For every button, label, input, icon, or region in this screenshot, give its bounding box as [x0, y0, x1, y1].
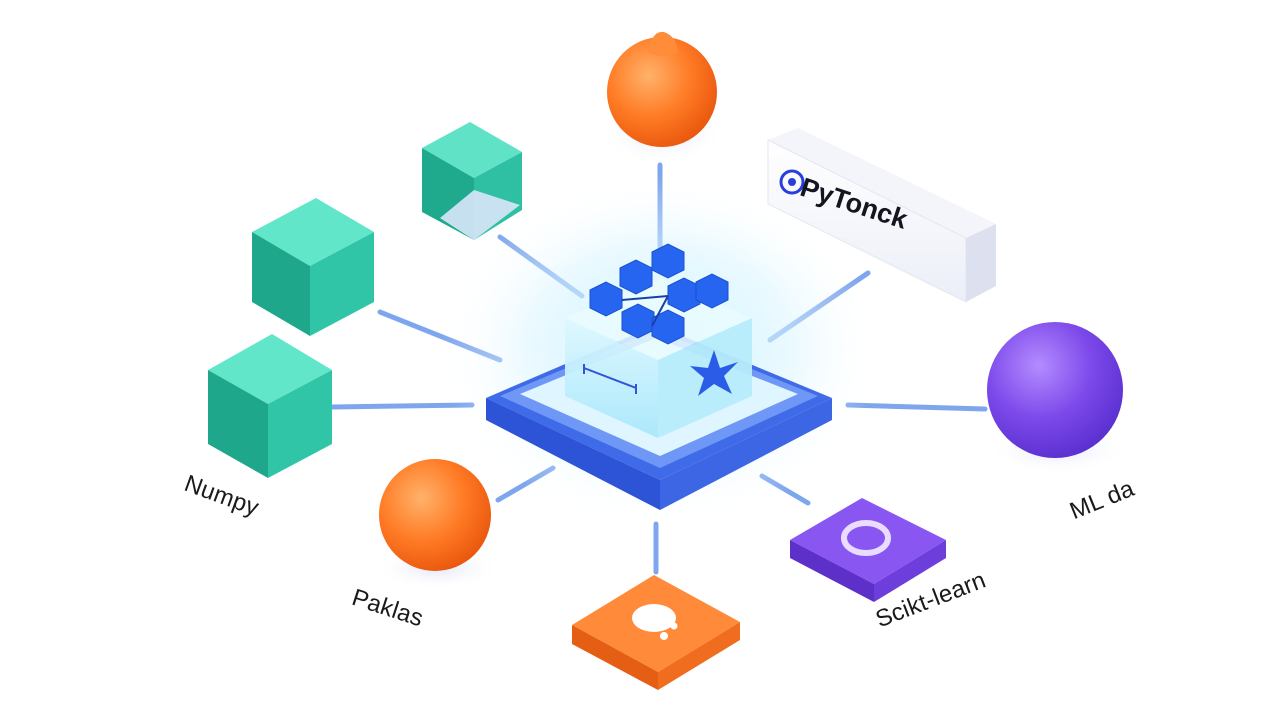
- pytorch-logo-icon: [779, 169, 805, 195]
- sklearn-purple-tile: [790, 498, 946, 602]
- numpy-cube-upper: [252, 198, 374, 336]
- numpy-cube-lower: [208, 334, 332, 478]
- bottom-orange-tile: [572, 575, 740, 690]
- pytorch-bar: [767, 128, 996, 303]
- connector-numpy-lower: [330, 402, 475, 410]
- foot-icon: [629, 604, 678, 640]
- star-icon: [690, 350, 738, 396]
- top-orange-sphere: [600, 31, 724, 163]
- ring-icon: [841, 520, 891, 556]
- ml-purple-sphere: [987, 322, 1128, 474]
- central-hub: [486, 243, 832, 510]
- connector-ml: [845, 402, 988, 412]
- teal-box: [422, 122, 522, 240]
- pandas-orange-sphere: [373, 459, 501, 590]
